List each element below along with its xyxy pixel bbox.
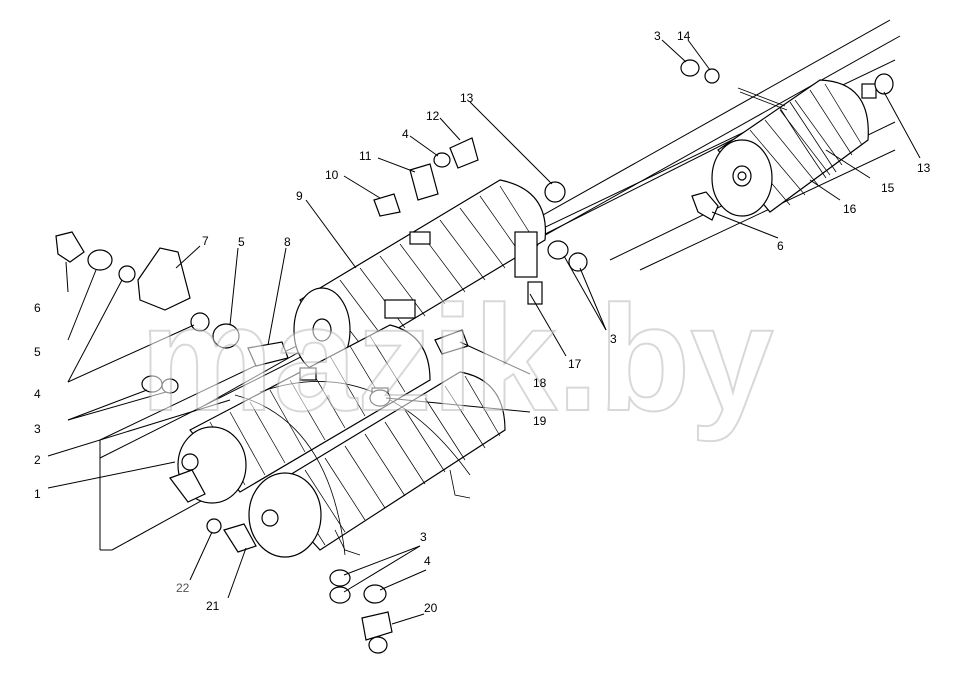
callout-7: 7 <box>202 234 209 248</box>
callout-14: 14 <box>677 29 691 43</box>
callout-17: 17 <box>568 357 582 371</box>
callout-2: 2 <box>34 453 41 467</box>
callout-22: 22 <box>176 581 190 595</box>
nut-3-mid-a <box>547 240 569 260</box>
callout-16: 16 <box>843 202 857 216</box>
nut-5-left <box>87 249 113 271</box>
watermark-text: mazik.by <box>140 274 774 442</box>
callout-9: 9 <box>296 189 303 203</box>
callout-5-left: 5 <box>34 345 41 359</box>
callout-3-left: 3 <box>34 422 41 436</box>
callout-1: 1 <box>34 487 41 501</box>
elbow-21 <box>223 523 257 553</box>
fitting-12 <box>449 137 479 169</box>
callout-12: 12 <box>426 109 440 123</box>
leader-lines <box>47 39 921 625</box>
nut-3-bottom-b <box>329 586 351 604</box>
nut-13-left <box>544 181 566 203</box>
callout-4-bottom: 4 <box>424 554 431 568</box>
washer-22 <box>206 518 222 534</box>
callout-6-left: 6 <box>34 301 41 315</box>
callout-6-right: 6 <box>777 239 784 253</box>
nut-3-mid-b <box>568 252 588 272</box>
fitting-10 <box>373 193 401 217</box>
lower-left-tank <box>169 324 431 504</box>
small-fittings <box>55 59 720 654</box>
callout-3-top: 3 <box>654 29 661 43</box>
nut-5-mid <box>212 323 240 349</box>
callout-20: 20 <box>424 601 438 615</box>
lower-right-tank <box>234 371 506 558</box>
valve-7 <box>137 247 191 311</box>
washer-4-bottom <box>363 584 387 604</box>
callout-8: 8 <box>284 235 291 249</box>
nut-3-bottom-a <box>329 569 351 587</box>
nut-3-left-b <box>161 378 179 394</box>
callout-3-bottom: 3 <box>420 530 427 544</box>
callout-3-mid: 3 <box>610 332 617 346</box>
drain-valve-20 <box>361 611 393 641</box>
callout-4-top: 4 <box>402 127 409 141</box>
callout-21: 21 <box>206 599 220 613</box>
callout-5-mid: 5 <box>238 235 245 249</box>
elbow-fitting-6-left <box>55 231 85 263</box>
washer-14 <box>704 68 720 84</box>
callout-19: 19 <box>533 414 547 428</box>
callout-18: 18 <box>533 376 547 390</box>
fitting-8 <box>247 341 289 367</box>
callout-13-right: 13 <box>917 161 931 175</box>
tee-11 <box>409 163 439 201</box>
washer-4-mid <box>190 312 210 332</box>
callout-11: 11 <box>359 149 372 163</box>
washer-4-top <box>433 152 451 168</box>
callout-10: 10 <box>325 168 339 182</box>
callout-13-left: 13 <box>460 91 474 105</box>
callout-4-left: 4 <box>34 387 41 401</box>
drain-valve-20-ring <box>368 636 388 654</box>
nut-3-top <box>680 59 700 77</box>
callout-labels: 6 5 4 3 2 1 7 5 8 9 10 11 4 12 13 3 14 1… <box>34 29 931 615</box>
upper-long-tank <box>293 179 547 373</box>
callout-15: 15 <box>881 181 895 195</box>
washer-4-left <box>118 265 136 283</box>
